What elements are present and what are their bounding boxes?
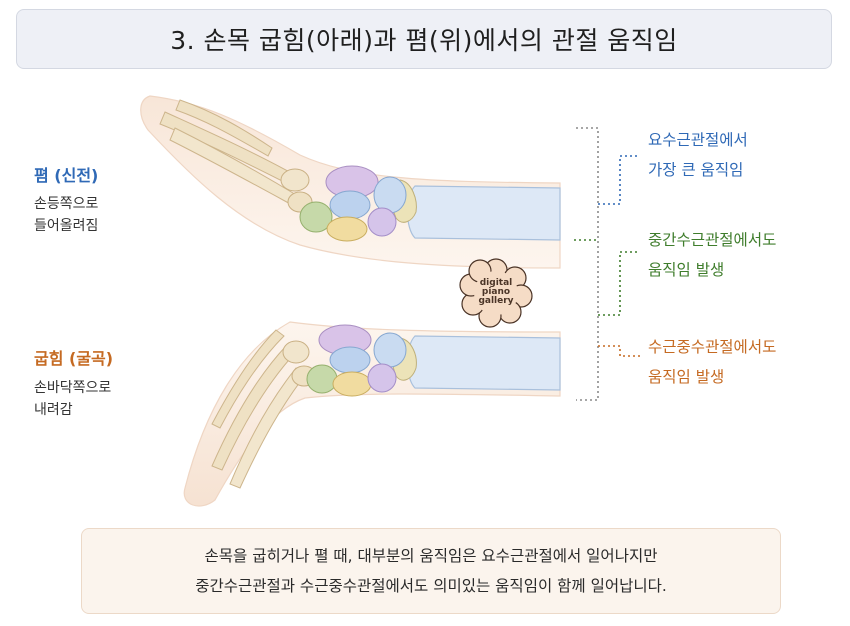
outer-bracket	[576, 127, 599, 401]
watermark-flower	[459, 258, 533, 328]
joint-label-midcarpal: 중간수근관절에서도 움직임 발생	[648, 225, 776, 285]
extension-desc-line-2: 들어올려짐	[34, 218, 99, 234]
flexion-desc-line-1: 손바닥쪽으로	[34, 380, 112, 396]
extension-carpal-green	[299, 201, 333, 233]
joint-label-carpometacarpal: 수근중수관절에서도 움직임 발생	[648, 332, 776, 392]
flexion-carpal-yellow	[332, 371, 372, 397]
flexion-heading: 굽힘 (굴곡)	[34, 349, 114, 368]
flexion-arm	[183, 321, 561, 507]
summary-line-2: 중간수근관절과 수근중수관절에서도 의미있는 움직임이 함께 일어납니다.	[195, 577, 667, 595]
extension-carpal-blue-2	[373, 176, 407, 214]
joint-carpometacarpal-line-2: 움직임 발생	[648, 368, 725, 386]
watermark-text: digital piano gallery	[471, 279, 521, 306]
joint-radiocarpal-line-1: 요수근관절에서	[648, 131, 748, 149]
summary-box: 손목을 굽히거나 펼 때, 대부분의 움직임은 요수근관절에서 일어나지만 중간…	[81, 528, 781, 614]
extension-carpal-violet	[367, 207, 397, 237]
joint-midcarpal-line-1: 중간수근관절에서도	[648, 231, 777, 249]
page-title: 3. 손목 굽힘(아래)과 폄(위)에서의 관절 움직임	[170, 26, 678, 55]
flexion-finger-bone-2	[229, 367, 307, 489]
blue-connector	[598, 155, 640, 205]
flexion-finger-bone-1	[211, 345, 297, 471]
flexion-radius	[406, 335, 561, 391]
flexion-carpal-violet	[367, 363, 397, 393]
flexion-carpal-blue-2	[373, 332, 407, 368]
extension-desc-line-1: 손등쪽으로	[34, 196, 99, 212]
extension-carpal-blue-1	[329, 190, 371, 220]
extension-carpal-yellow	[326, 216, 368, 242]
orange-connector	[598, 345, 640, 357]
joint-brackets	[574, 127, 640, 401]
title-banner: 3. 손목 굽힘(아래)과 폄(위)에서의 관절 움직임	[16, 9, 832, 69]
flexion-knuckle-1	[282, 340, 310, 364]
joint-carpometacarpal-line-1: 수근중수관절에서도	[648, 338, 777, 356]
flexion-desc-line-2: 내려감	[34, 402, 73, 418]
joint-midcarpal-line-2: 움직임 발생	[648, 261, 725, 279]
flexion-carpal-green	[306, 364, 338, 394]
green-connector	[574, 239, 640, 316]
extension-radius	[406, 185, 561, 241]
joint-radiocarpal-line-2: 가장 큰 움직임	[648, 161, 744, 179]
joint-label-radiocarpal: 요수근관절에서 가장 큰 움직임	[648, 125, 748, 185]
extension-arm	[140, 95, 561, 269]
flexion-carpal-blue-1	[329, 346, 371, 374]
watermark-line-2: piano	[481, 287, 511, 297]
flexion-finger-bone-3	[211, 329, 285, 429]
flexion-description: 손바닥쪽으로 내려감	[34, 377, 111, 421]
watermark-line-1: digital	[479, 278, 513, 288]
extension-description: 손등쪽으로 들어올려짐	[34, 193, 98, 237]
summary-line-1: 손목을 굽히거나 펼 때, 대부분의 움직임은 요수근관절에서 일어나지만	[204, 547, 658, 565]
extension-heading: 폄 (신전)	[34, 166, 99, 185]
watermark-line-3: gallery	[478, 296, 514, 306]
extension-knuckle-1	[280, 168, 310, 192]
extension-finger-bone-3	[175, 99, 273, 157]
